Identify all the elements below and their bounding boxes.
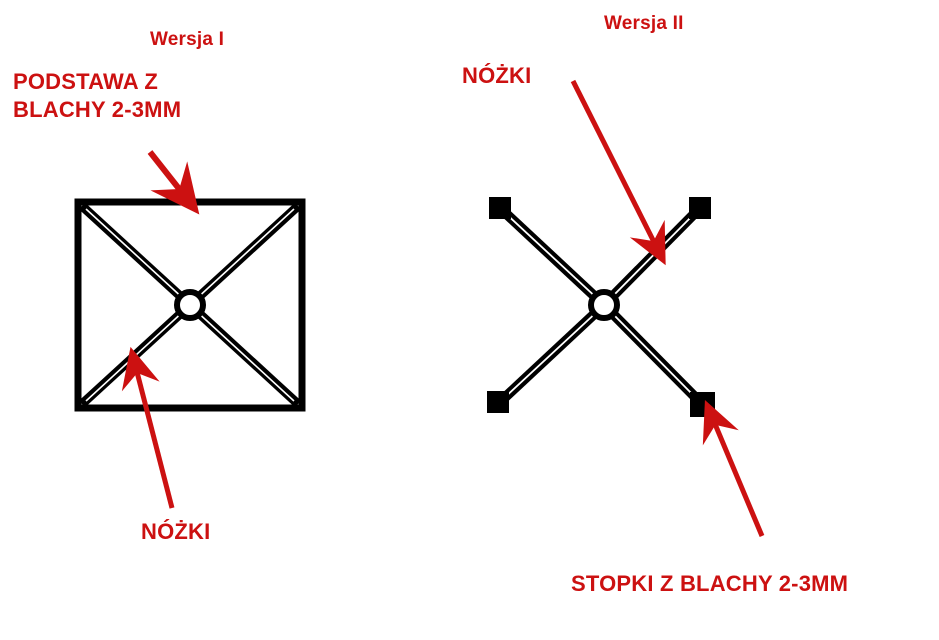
annotation-arrows xyxy=(121,79,765,537)
arrow-podstawa-icon xyxy=(147,150,200,215)
title-version-1: Wersja I xyxy=(150,29,225,50)
v2-foot-plates xyxy=(487,197,715,417)
label-nozki-right: NÓŻKI xyxy=(462,63,532,88)
v2-center-hub xyxy=(588,289,620,321)
v1-center-hub xyxy=(174,289,206,321)
foot-top-right xyxy=(689,197,711,219)
label-nozki-left: NÓŻKI xyxy=(141,519,211,544)
version-2-figure xyxy=(487,197,715,417)
foot-top-left xyxy=(489,197,511,219)
version-1-figure xyxy=(74,198,306,412)
label-stopki-z-blachy: STOPKI Z BLACHY 2-3MM xyxy=(571,571,849,596)
title-version-2: Wersja II xyxy=(604,13,684,34)
arrow-nozki-left-icon xyxy=(121,346,175,509)
foot-bottom-left xyxy=(487,391,509,413)
arrow-stopki-icon xyxy=(702,400,765,537)
label-podstawa-z-blachy: PODSTAWA Z BLACHY 2-3MM xyxy=(13,69,182,122)
foot-bottom-right xyxy=(690,392,715,417)
arrow-nozki-right-icon xyxy=(570,79,666,266)
